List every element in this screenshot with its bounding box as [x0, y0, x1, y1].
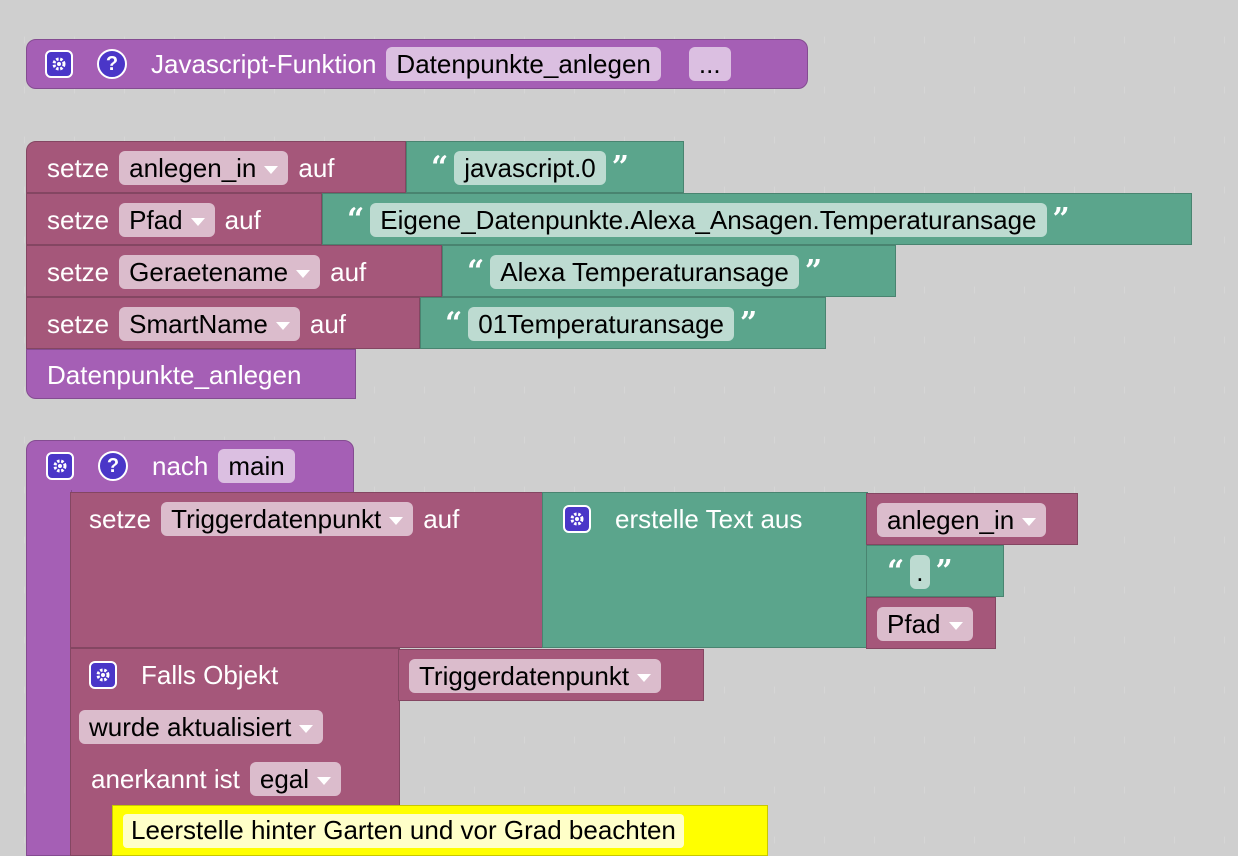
- quote-open-icon: “: [431, 150, 449, 185]
- nach-label: nach: [152, 450, 209, 481]
- ack-label: anerkannt ist: [91, 763, 240, 794]
- quote-close-icon: ”: [739, 306, 758, 341]
- chevron-down-icon: [948, 622, 963, 630]
- gear-icon[interactable]: [46, 452, 74, 480]
- quote-close-icon: ”: [804, 254, 823, 289]
- chevron-down-icon: [389, 517, 404, 525]
- setze-label: setze: [47, 256, 110, 287]
- quote-open-icon: “: [887, 554, 905, 589]
- text-join-block[interactable]: erstelle Text aus: [542, 492, 868, 648]
- on-event-block-spine: [26, 490, 72, 856]
- text-value-block[interactable]: “ . ”: [866, 545, 1004, 597]
- variable-dropdown[interactable]: Geraetename: [119, 255, 321, 289]
- set-variable-block[interactable]: setze Pfad auf: [26, 193, 322, 245]
- help-icon[interactable]: ?: [97, 49, 127, 79]
- chevron-down-icon: [1022, 518, 1037, 526]
- help-icon[interactable]: ?: [98, 451, 128, 481]
- variable-dropdown[interactable]: Pfad: [877, 607, 973, 641]
- variable-dropdown[interactable]: SmartName: [119, 307, 300, 341]
- auf-label: auf: [298, 152, 335, 183]
- variable-get-block[interactable]: anlegen_in: [866, 493, 1078, 545]
- quote-open-icon: “: [347, 202, 365, 237]
- variable-get-block[interactable]: Pfad: [866, 597, 996, 649]
- chevron-down-icon: [190, 218, 205, 226]
- text-value-field[interactable]: javascript.0: [454, 151, 606, 185]
- text-value-field[interactable]: Alexa Temperaturansage: [490, 255, 799, 289]
- quote-close-icon: ”: [611, 150, 630, 185]
- chevron-down-icon: [317, 777, 332, 785]
- set-variable-block[interactable]: setze anlegen_in auf: [26, 141, 406, 193]
- chevron-down-icon: [264, 166, 279, 174]
- text-value-block[interactable]: “ Alexa Temperaturansage ”: [442, 245, 896, 297]
- set-variable-block[interactable]: setze Geraetename auf: [26, 245, 442, 297]
- function-call-block[interactable]: Datenpunkte_anlegen: [26, 349, 356, 399]
- text-value-field[interactable]: Eigene_Datenpunkte.Alexa_Ansagen.Tempera…: [370, 203, 1047, 237]
- auf-label: auf: [224, 204, 261, 235]
- event-name-field[interactable]: main: [218, 449, 295, 483]
- set-variable-block[interactable]: setze Triggerdatenpunkt auf: [70, 492, 544, 648]
- function-call-label: Datenpunkte_anlegen: [47, 359, 302, 390]
- function-label: Javascript-Funktion: [151, 48, 377, 79]
- event-type-dropdown[interactable]: wurde aktualisiert: [79, 710, 324, 744]
- quote-close-icon: ”: [935, 554, 953, 589]
- chevron-down-icon: [275, 322, 290, 330]
- setze-label: setze: [47, 308, 110, 339]
- variable-dropdown[interactable]: anlegen_in: [877, 503, 1047, 537]
- quote-open-icon: “: [445, 306, 463, 341]
- comment-text[interactable]: Leerstelle hinter Garten und vor Grad be…: [123, 813, 684, 848]
- auf-label: auf: [423, 503, 460, 534]
- chevron-down-icon: [296, 270, 311, 278]
- variable-dropdown[interactable]: Pfad: [119, 203, 215, 237]
- text-value-field[interactable]: .: [910, 555, 930, 589]
- chevron-down-icon: [299, 725, 314, 733]
- auf-label: auf: [309, 308, 347, 339]
- gear-icon[interactable]: [89, 661, 117, 689]
- set-variable-block[interactable]: setze SmartName auf: [26, 297, 420, 349]
- variable-dropdown[interactable]: Triggerdatenpunkt: [161, 502, 414, 536]
- ack-dropdown[interactable]: egal: [249, 762, 342, 796]
- function-name-field[interactable]: Datenpunkte_anlegen: [386, 47, 661, 81]
- text-value-block[interactable]: “ 01Temperaturansage ”: [420, 297, 826, 349]
- comment-block[interactable]: Leerstelle hinter Garten und vor Grad be…: [112, 805, 768, 856]
- text-join-label: erstelle Text aus: [615, 503, 803, 534]
- quote-open-icon: “: [467, 254, 485, 289]
- function-params-button[interactable]: ...: [688, 47, 731, 81]
- auf-label: auf: [330, 256, 367, 287]
- text-value-block[interactable]: “ Eigene_Datenpunkte.Alexa_Ansagen.Tempe…: [322, 193, 1192, 245]
- variable-get-block[interactable]: Triggerdatenpunkt: [398, 649, 704, 701]
- setze-label: setze: [47, 204, 110, 235]
- function-definition-block[interactable]: ? Javascript-Funktion Datenpunkte_anlege…: [26, 39, 808, 89]
- variable-dropdown[interactable]: Triggerdatenpunkt: [409, 659, 662, 693]
- gear-icon[interactable]: [45, 50, 73, 78]
- text-value-block[interactable]: “ javascript.0 ”: [406, 141, 684, 193]
- chevron-down-icon: [637, 674, 652, 682]
- setze-label: setze: [47, 152, 110, 183]
- variable-dropdown[interactable]: anlegen_in: [119, 151, 289, 185]
- quote-close-icon: ”: [1052, 202, 1070, 237]
- falls-objekt-label: Falls Objekt: [141, 659, 279, 690]
- text-value-field[interactable]: 01Temperaturansage: [468, 307, 734, 341]
- gear-icon[interactable]: [563, 505, 591, 533]
- setze-label: setze: [89, 503, 152, 534]
